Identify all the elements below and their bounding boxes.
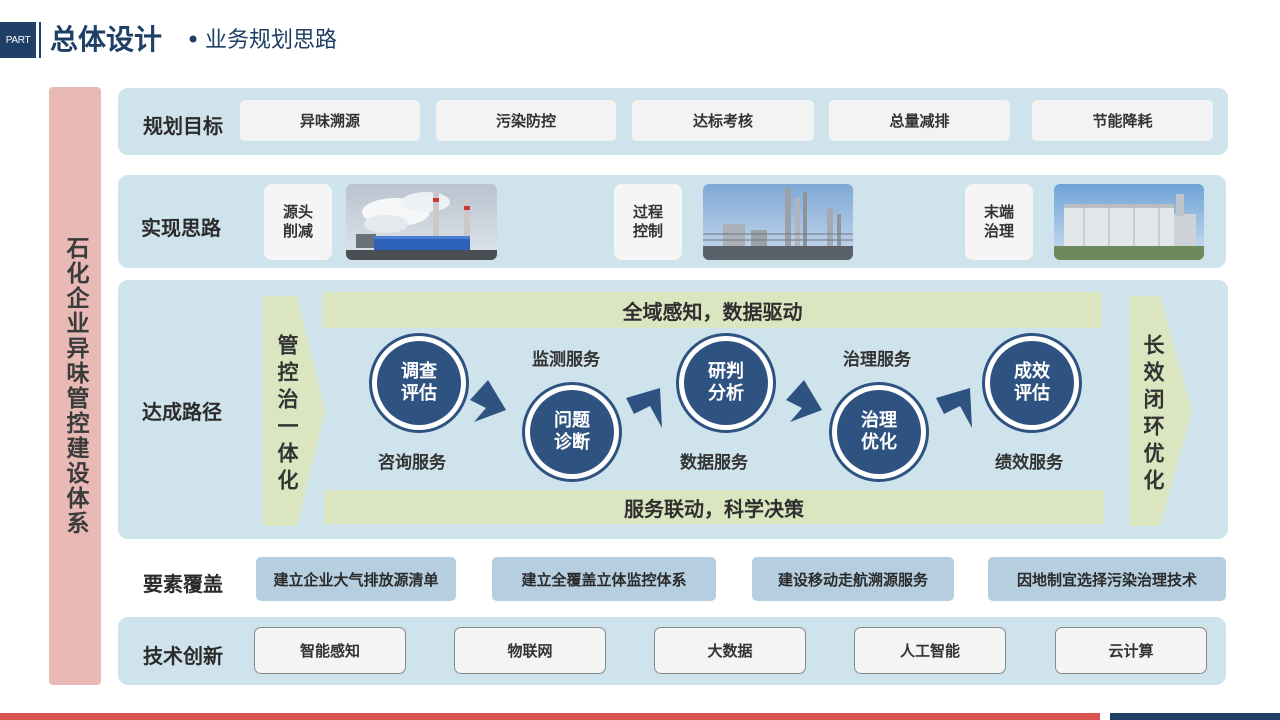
element-item: 建立企业大气排放源清单: [256, 557, 456, 601]
goal-item: 达标考核: [632, 100, 814, 141]
footer-red-bar: [0, 713, 1100, 720]
page-subtitle: 业务规划思路: [205, 28, 338, 53]
step-circle-evaluation: 成效评估: [982, 333, 1082, 433]
page-title: 总体设计: [50, 23, 163, 56]
element-item: 建立全覆盖立体监控体系: [492, 557, 716, 601]
chevron-down-right-icon: [786, 380, 822, 422]
element-item: 因地制宜选择污染治理技术: [988, 557, 1226, 601]
vertical-title-bar: 石化企业异味管控建设体系: [49, 87, 101, 685]
step-circle-optimization: 治理优化: [829, 382, 929, 482]
left-side-label: 管控治一体化: [275, 334, 299, 496]
approach-item-label: 源头削减: [282, 203, 313, 240]
step-label: 成效评估: [1014, 361, 1050, 404]
top-band: 全域感知，数据驱动: [323, 292, 1102, 328]
step-circle-survey: 调查评估: [369, 333, 469, 433]
tech-item: 人工智能: [854, 627, 1006, 674]
tech-item: 大数据: [654, 627, 806, 674]
refinery-towers-photo: [703, 184, 853, 260]
element-item: 建设移动走航溯源服务: [752, 557, 954, 601]
tech-item: 云计算: [1055, 627, 1207, 674]
goal-item: 污染防控: [436, 100, 616, 141]
tech-item: 智能感知: [254, 627, 406, 674]
step-label: 调查评估: [401, 361, 437, 404]
service-data: 数据服务: [680, 453, 748, 473]
elements-label: 要素覆盖: [143, 572, 223, 596]
vertical-title: 石化企业异味管控建设体系: [62, 236, 88, 536]
approach-item-label: 过程控制: [632, 203, 663, 240]
step-label: 治理优化: [861, 410, 897, 453]
step-label: 研判分析: [708, 361, 744, 404]
treatment-facility-photo: [1054, 184, 1204, 260]
goals-label: 规划目标: [143, 114, 223, 138]
approach-process-control: 过程控制: [614, 184, 682, 260]
goal-item: 总量减排: [829, 100, 1010, 141]
tech-item: 物联网: [454, 627, 606, 674]
approach-end-treatment: 末端治理: [965, 184, 1033, 260]
approach-label: 实现思路: [141, 216, 221, 240]
part-tag: PART: [0, 22, 36, 58]
footer-navy-bar: [1110, 713, 1280, 720]
service-treatment: 治理服务: [843, 350, 911, 370]
tech-label: 技术创新: [143, 644, 223, 668]
chevron-up-right-icon: [626, 388, 662, 428]
step-label: 问题诊断: [554, 410, 590, 453]
right-side-label: 长效闭环优化: [1141, 334, 1165, 496]
approach-source-reduction: 源头削减: [264, 184, 332, 260]
chevron-up-right-icon: [936, 388, 972, 428]
goal-item: 异味溯源: [240, 100, 420, 141]
right-side-arrow-shape: [1130, 296, 1192, 526]
title-divider: [39, 22, 41, 58]
goal-item: 节能降耗: [1032, 100, 1213, 141]
title-separator-dot: •: [186, 26, 201, 54]
path-label: 达成路径: [142, 400, 222, 424]
step-circle-analysis: 研判分析: [676, 333, 776, 433]
service-monitoring: 监测服务: [532, 350, 600, 370]
bottom-band: 服务联动，科学决策: [324, 490, 1104, 524]
left-side-arrow-shape: [263, 296, 325, 526]
step-circle-diagnosis: 问题诊断: [522, 382, 622, 482]
approach-item-label: 末端治理: [983, 203, 1014, 240]
service-consulting: 咨询服务: [378, 453, 446, 473]
power-plant-chimneys-photo: [346, 184, 497, 260]
service-performance: 绩效服务: [995, 453, 1063, 473]
chevron-down-right-icon: [470, 380, 506, 422]
